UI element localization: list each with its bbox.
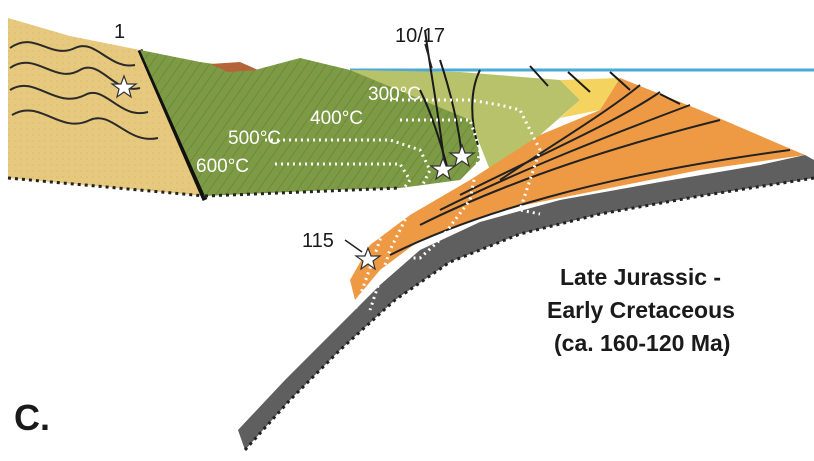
caption-line-2: Early Cretaceous	[547, 297, 735, 323]
isotherm-label-500: 500°C	[228, 128, 281, 149]
panel-label: C.	[14, 397, 50, 438]
isotherm-label-600: 600°C	[196, 156, 249, 177]
sample-label-10-17: 10/17	[395, 25, 445, 47]
sample-label-1: 1	[114, 21, 125, 43]
sample-label-115: 115	[302, 230, 334, 252]
caption-line-1: Late Jurassic -	[560, 264, 721, 290]
isotherm-label-300: 300°C	[368, 84, 421, 105]
caption-line-3: (ca. 160-120 Ma)	[554, 330, 730, 356]
isotherm-label-400: 400°C	[310, 108, 363, 129]
